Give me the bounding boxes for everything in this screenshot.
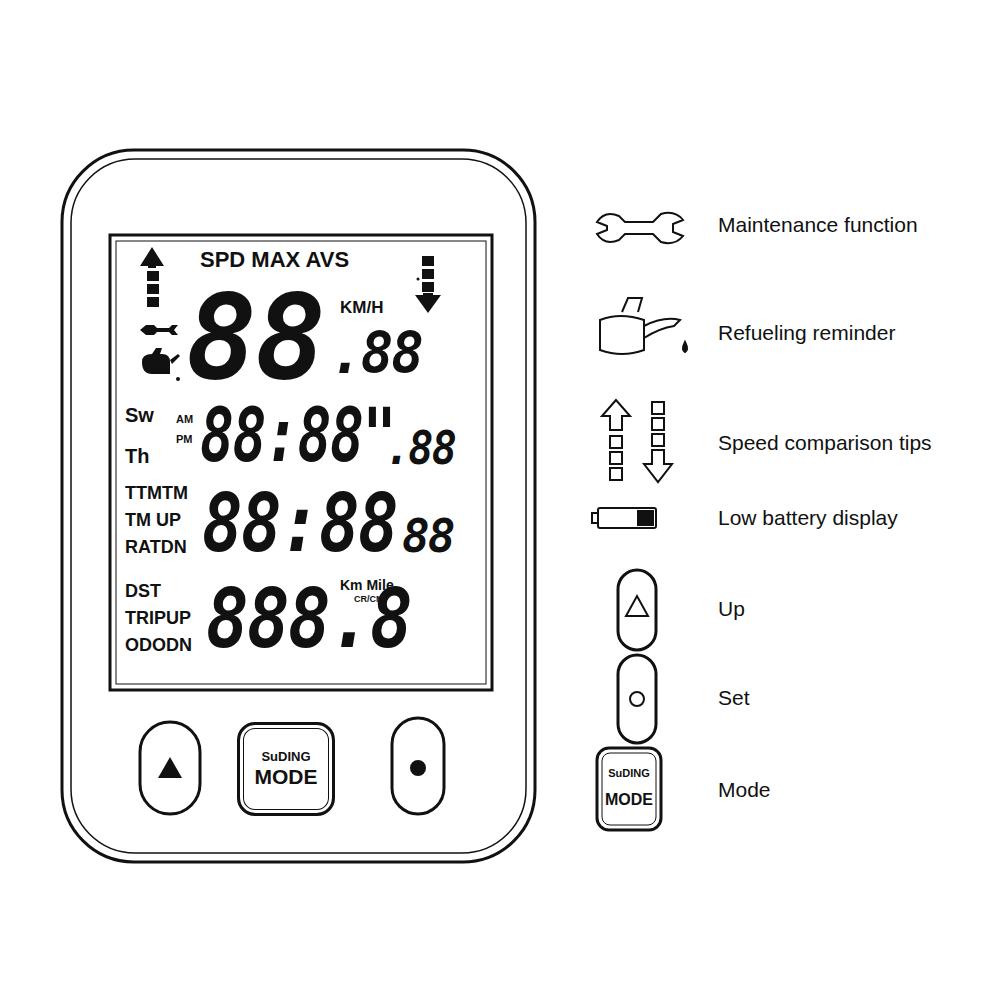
legend-text: Low battery display <box>718 507 898 528</box>
logo-text: SuDING <box>261 750 310 764</box>
timer-digits: 88:88 <box>202 484 397 564</box>
legend-text: Speed comparison tips <box>718 432 932 453</box>
legend-text: Set <box>718 687 750 708</box>
row-label: Th <box>125 446 149 466</box>
button-text: MODE <box>255 765 318 788</box>
speed-decimals: .88 <box>330 326 422 382</box>
speed-digits: 88 <box>186 278 324 396</box>
legend-text: Refueling reminder <box>718 322 895 343</box>
row-label: ODODN <box>125 636 192 654</box>
row-label: AM <box>176 414 193 425</box>
legend-text: Maintenance function <box>718 214 918 235</box>
row-label: TRIPUP <box>125 609 191 627</box>
unit-label: KM/H <box>340 299 383 316</box>
row-label: TTMTM <box>125 484 188 502</box>
unit-label: CR/CM <box>354 595 384 604</box>
button-text: MODE <box>605 792 653 808</box>
legend-text: Up <box>718 598 745 619</box>
row-label: Sw <box>125 405 154 425</box>
logo-text: SuDING <box>608 768 650 779</box>
legend-text: Mode <box>718 779 771 800</box>
time-digits: 88:88" <box>200 398 395 472</box>
mode-indicator: SPD MAX AVS <box>200 249 349 271</box>
row-label: PM <box>176 434 193 445</box>
unit-label: Km Mile <box>340 578 394 592</box>
timer-decimals: 88 <box>402 513 453 559</box>
row-label: DST <box>125 582 161 600</box>
time-decimals: .88 <box>385 425 455 471</box>
row-label: RATDN <box>125 538 187 556</box>
mode-button: SuDINGMODE <box>237 722 335 816</box>
row-label: TM UP <box>125 511 181 529</box>
